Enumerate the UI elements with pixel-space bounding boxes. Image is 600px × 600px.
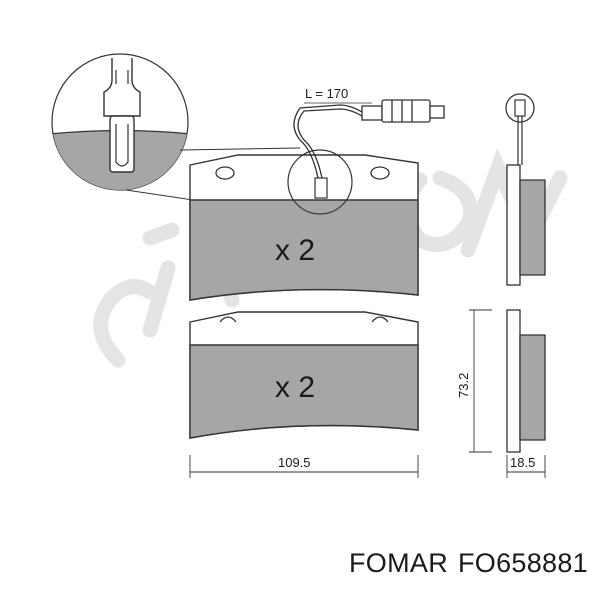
sensor-length-label: L = 170 [305, 86, 348, 101]
brand-name: FOMAR [349, 548, 448, 578]
side-view-top [505, 93, 546, 286]
bottom-brake-pad [189, 311, 419, 439]
height-dimension [469, 309, 492, 453]
width-dimension [189, 455, 419, 478]
thickness-dimension [506, 455, 546, 478]
bottom-pad-quantity: x 2 [275, 371, 315, 404]
wear-sensor-wire [293, 99, 445, 179]
height-label: 73.2 [456, 373, 471, 398]
top-brake-pad [189, 149, 419, 301]
width-label: 109.5 [278, 455, 311, 470]
side-view-bottom [506, 309, 546, 453]
top-pad-quantity: x 2 [275, 234, 315, 267]
product-caption: FOMAR FO658881 [0, 548, 588, 579]
thickness-label: 18.5 [510, 455, 535, 470]
part-number: FO658881 [458, 548, 588, 578]
